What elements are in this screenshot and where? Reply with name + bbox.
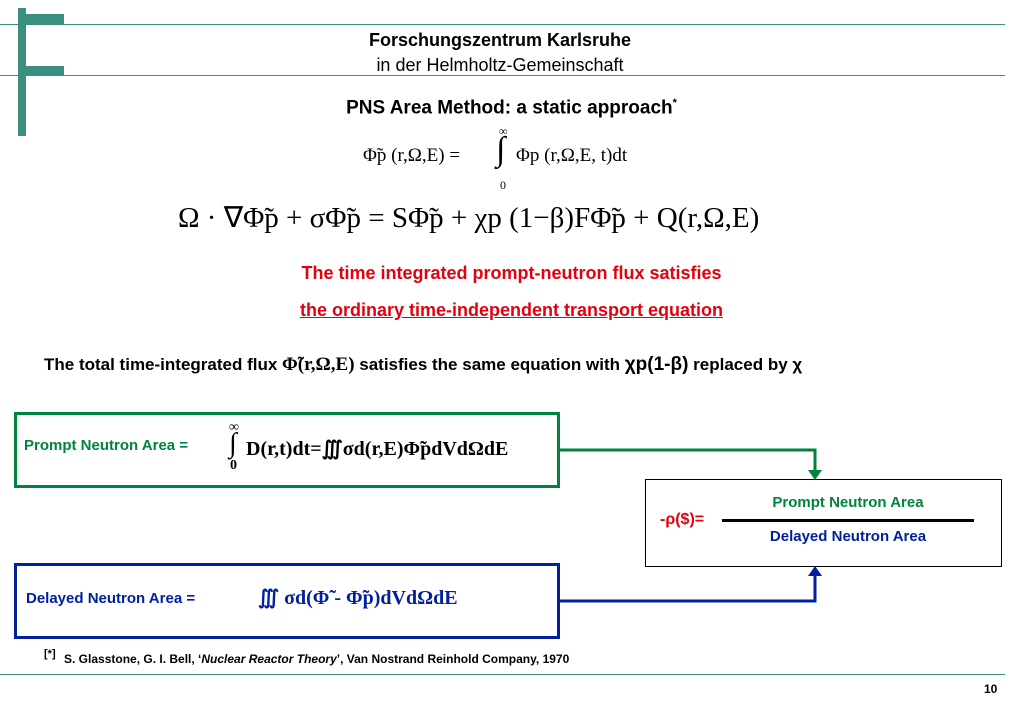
page-number: 10 <box>984 682 998 696</box>
ratio-numerator: Prompt Neutron Area <box>772 494 924 511</box>
prompt-integral-sign: ∫ <box>229 428 237 459</box>
statement-chi-p: χp(1-β) <box>624 354 689 375</box>
statement-prefix: The total time-integrated flux <box>44 355 278 374</box>
reference-book-title: Nuclear Reactor Theory <box>201 652 337 666</box>
reference-authors: S. Glasstone, G. I. Bell, ‘ <box>64 652 202 666</box>
integral-sign: ∫ <box>496 131 506 168</box>
reactivity-lhs: -ρ($)= <box>660 511 704 529</box>
footer-rule <box>0 674 1005 675</box>
delayed-area-formula: ∭ σd(Φ̃ - Φ̃p)dVdΩdE <box>258 587 458 609</box>
org-name: Forschungszentrum Karlsruhe <box>368 30 632 50</box>
integral-lower-limit: 0 <box>500 178 506 192</box>
header-rule-top <box>0 24 1005 25</box>
prompt-area-box <box>14 412 560 488</box>
integral-def-lhs: Φ̃p (r,Ω,E) = <box>363 145 461 166</box>
ratio-denominator: Delayed Neutron Area <box>769 528 927 545</box>
header-rule-bottom <box>0 75 1005 76</box>
reactivity-symbol: -ρ($)= <box>660 511 705 528</box>
integral-def-rhs: Φp (r,Ω,E, t)dt <box>516 145 628 166</box>
prompt-area-label: Prompt Neutron Area = <box>24 437 189 454</box>
highlight-line-2: the ordinary time-independent transport … <box>299 300 724 320</box>
statement-flux: Φ̃(r,Ω,E) <box>282 354 355 375</box>
fraction-bar <box>722 519 974 522</box>
integral-upper-limit: ∞ <box>499 124 508 138</box>
prompt-upper-limit: ∞ <box>229 420 239 435</box>
statement-middle: satisfies the same equation with <box>359 355 620 374</box>
prompt-area-formula: D(r,t)dt=∭σd(r,E)Φ̃pdVdΩdE <box>246 438 509 460</box>
reference-mark: [*] <box>44 648 56 660</box>
integral-definition-equation: Φ̃p (r,Ω,E) = <box>363 145 460 167</box>
reference-citation: S. Glasstone, G. I. Bell, ‘Nuclear React… <box>64 652 569 666</box>
title-text: PNS Area Method: a static approach <box>346 97 673 119</box>
org-affiliation: in der Helmholtz-Gemeinschaft <box>376 55 624 75</box>
statement-suffix: replaced by χ <box>693 355 803 374</box>
title-footnote-mark: * <box>672 97 677 109</box>
page-title: PNS Area Method: a static approach* <box>0 97 1023 119</box>
delayed-area-label: Delayed Neutron Area = <box>26 590 196 607</box>
prompt-lower-limit: 0 <box>230 458 237 473</box>
delayed-area-box <box>14 563 560 639</box>
reference-publisher: ’, Van Nostrand Reinhold Company, 1970 <box>336 652 570 666</box>
transport-equation: Ω · ∇Φ̃p + σΦ̃p = SΦ̃p + χp (1−β)FΦ̃p + … <box>178 202 760 234</box>
reactivity-ratio-box <box>645 479 1002 567</box>
highlight-line-1: The time integrated prompt-neutron flux … <box>301 263 722 283</box>
flux-statement: The total time-integrated flux Φ̃(r,Ω,E)… <box>44 354 802 376</box>
